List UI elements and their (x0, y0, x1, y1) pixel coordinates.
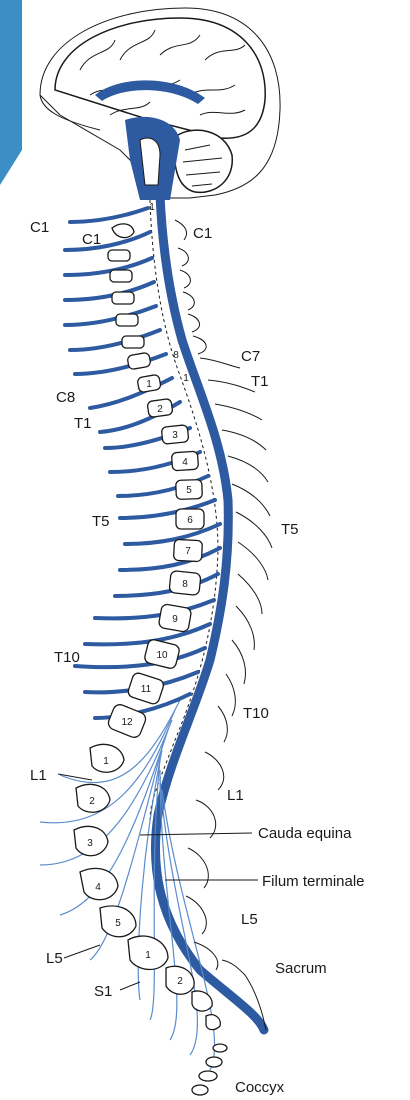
vertebra-l1-number: 1 (103, 756, 109, 767)
cord-number-8: 8 (173, 350, 179, 361)
vertebra-t4-number: 4 (182, 457, 188, 468)
vertebra-t2-number: 2 (157, 404, 163, 415)
vertebra-t8-number: 8 (182, 579, 188, 590)
vertebra-t9-number: 9 (172, 614, 178, 625)
vertebra-t10-number: 10 (156, 650, 168, 661)
label-coccyx: Coccyx (235, 1079, 285, 1096)
vertebra-l2-number: 2 (89, 796, 95, 807)
label-t5-left: T5 (92, 513, 110, 530)
cord-number-1-top: 1 (149, 202, 155, 213)
vertebra-t5-number: 5 (186, 485, 192, 496)
cord-number-1-bottom: 1 (183, 373, 189, 384)
cauda-equina-bundle (40, 700, 215, 1070)
vertebra-l4-number: 4 (95, 882, 101, 893)
vertebra-l5-number: 5 (115, 918, 121, 929)
vertebra-t3-number: 3 (172, 430, 178, 441)
label-t1-left: T1 (74, 415, 92, 432)
coccyx (192, 1044, 227, 1095)
vertebra-t6-number: 6 (187, 515, 193, 526)
label-c7: C7 (241, 348, 260, 365)
vertebra-t7-number: 7 (185, 546, 191, 557)
label-t10-left: T10 (54, 649, 80, 666)
vertebra-s2-number: 2 (177, 976, 183, 987)
label-c1-nerve: C1 (30, 219, 49, 236)
label-cauda-equina: Cauda equina (258, 825, 352, 842)
label-c8: C8 (56, 389, 75, 406)
label-sacrum: Sacrum (275, 960, 327, 977)
label-filum-terminale: Filum terminale (262, 873, 365, 890)
label-l5-right: L5 (241, 911, 258, 928)
vertebra-l3-number: 3 (87, 838, 93, 849)
label-t10-right: T10 (243, 705, 269, 722)
label-t5-right: T5 (281, 521, 299, 538)
label-c1-vertebra-left: C1 (82, 231, 101, 248)
label-l1-right: L1 (227, 787, 244, 804)
label-s1: S1 (94, 983, 112, 1000)
cerebellum (175, 130, 232, 192)
lumbar-spinous-processes (186, 752, 224, 970)
label-l5-left: L5 (46, 950, 63, 967)
label-t1-right: T1 (251, 373, 269, 390)
vertebra-t11-number: 11 (141, 684, 152, 695)
label-c1-vertebra-right: C1 (193, 225, 212, 242)
corner-tab (0, 0, 22, 185)
vertebra-t1-number: 1 (146, 379, 152, 390)
vertebra-s1-number: 1 (145, 950, 151, 961)
label-l1-left: L1 (30, 767, 47, 784)
vertebra-t12-number: 12 (121, 717, 133, 728)
